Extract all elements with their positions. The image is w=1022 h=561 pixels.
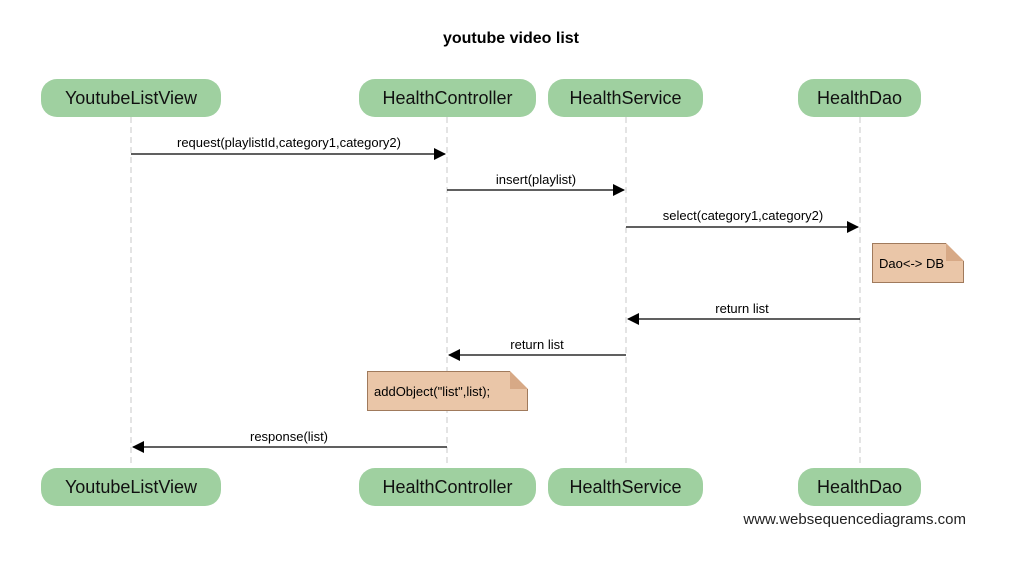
message-label-select: select(category1,category2) xyxy=(662,208,824,223)
note-add-object: addObject("list",list); xyxy=(367,371,528,411)
note-dao-db-text: Dao<-> DB xyxy=(879,255,945,271)
note-add-object-text: addObject("list",list); xyxy=(374,383,491,399)
participant-service-bottom: HealthService xyxy=(548,468,703,506)
participant-controller-top: HealthController xyxy=(359,79,536,117)
note-dao-db: Dao<-> DB xyxy=(872,243,964,283)
participant-dao-bottom: HealthDao xyxy=(798,468,921,506)
message-label-insert: insert(playlist) xyxy=(495,172,577,187)
note-fold-icon xyxy=(510,371,528,389)
message-label-response: response(list) xyxy=(249,429,329,444)
note-fold-icon xyxy=(946,243,964,261)
participant-service-top: HealthService xyxy=(548,79,703,117)
message-label-return-service: return list xyxy=(510,337,564,352)
participant-controller-bottom: HealthController xyxy=(359,468,536,506)
message-label-return-dao: return list xyxy=(715,301,769,316)
participant-view-bottom: YoutubeListView xyxy=(41,468,221,506)
message-label-request: request(playlistId,category1,category2) xyxy=(176,135,402,150)
participant-dao-top: HealthDao xyxy=(798,79,921,117)
watermark: www.websequencediagrams.com xyxy=(743,511,966,528)
participant-view-top: YoutubeListView xyxy=(41,79,221,117)
diagram-title: youtube video list xyxy=(442,30,579,47)
